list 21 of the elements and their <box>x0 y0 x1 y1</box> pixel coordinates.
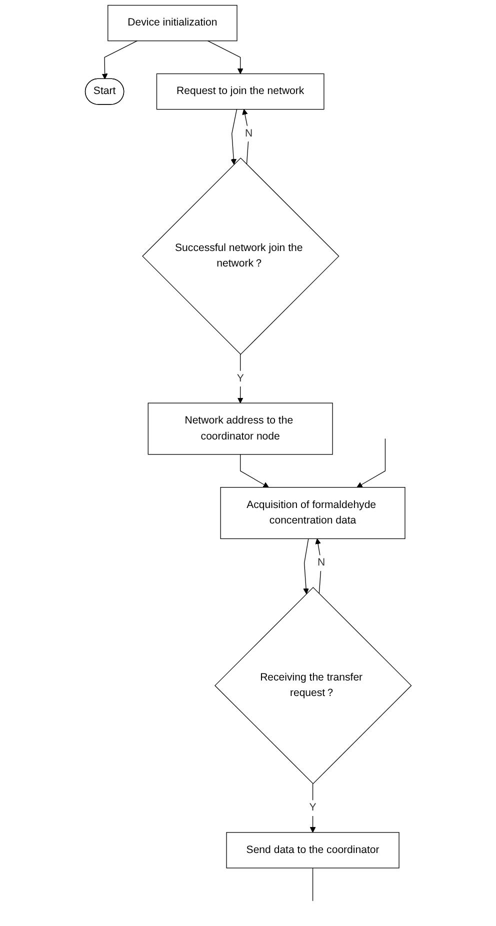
edge-label: N <box>244 128 252 139</box>
node-diamond: Successful network join the network？ <box>142 158 339 355</box>
arrow <box>314 538 322 594</box>
arrow <box>240 454 269 488</box>
node-diamond: Receiving the transfer request？ <box>214 586 412 784</box>
node-box: Network address to the coordinator node <box>148 402 333 455</box>
arrow <box>207 40 243 74</box>
arrow <box>242 109 249 165</box>
arrow <box>102 40 138 80</box>
arrow <box>237 354 243 404</box>
node-box: Send data to the coordinator <box>226 832 400 868</box>
edge-label: N <box>317 557 325 568</box>
node-box: Acquisition of formaldehyde concentration data <box>220 487 406 540</box>
arrow <box>356 438 386 488</box>
node-box: Device initialization <box>107 4 238 42</box>
arrow <box>302 538 309 594</box>
arrow <box>230 109 237 165</box>
node-box: Request to join the network <box>156 73 324 110</box>
connector <box>312 868 313 902</box>
edge-label: Y <box>236 372 244 384</box>
edge-label: Y <box>309 802 316 814</box>
